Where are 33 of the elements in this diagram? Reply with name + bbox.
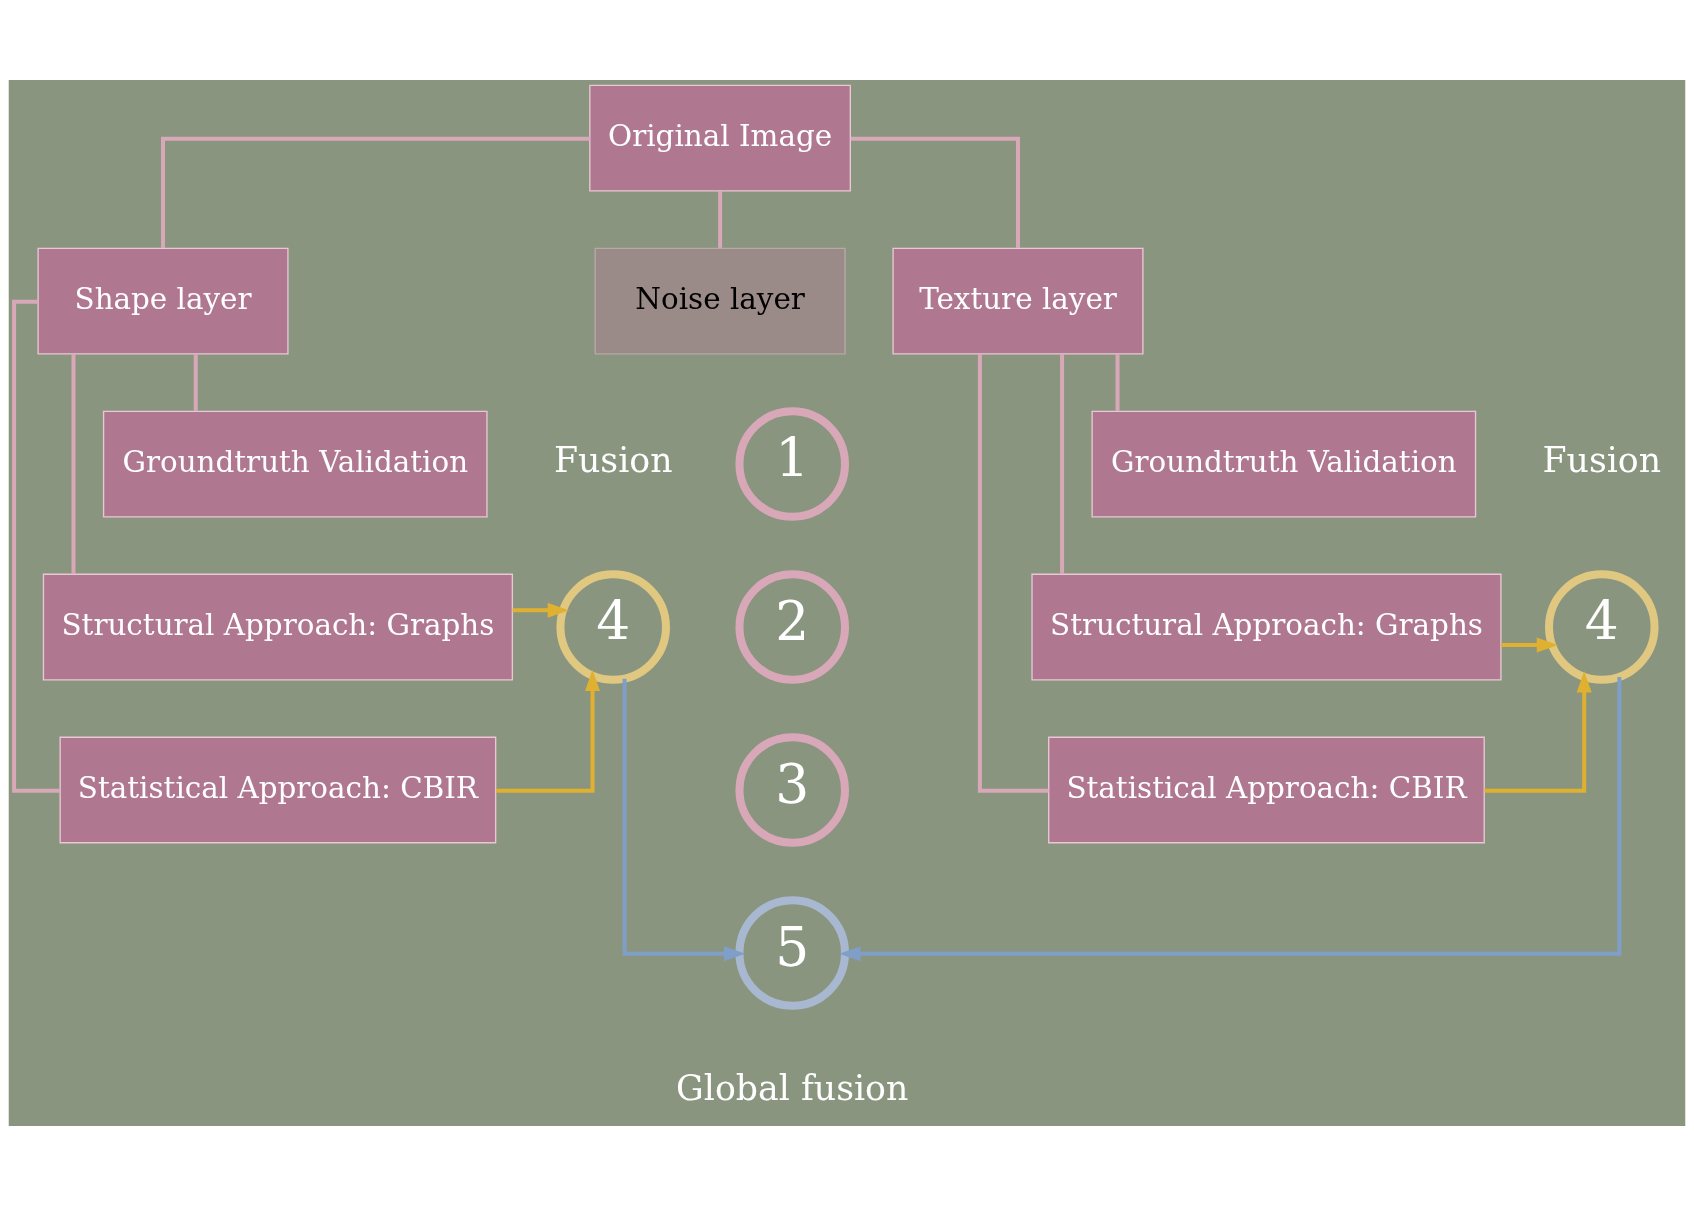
- node-label: Global fusion: [676, 1068, 909, 1109]
- node-box: Original Image: [589, 84, 851, 192]
- node-box: Noise layer: [594, 247, 846, 355]
- node-box: Shape layer: [37, 247, 289, 355]
- connector: [1060, 354, 1065, 574]
- connector: [193, 354, 198, 411]
- node-box: Statistical Approach: CBIR: [59, 736, 497, 844]
- connector: [850, 136, 1020, 248]
- node-circle: 2: [735, 570, 849, 684]
- node-circle: 1: [735, 407, 849, 521]
- node-label: Fusion: [553, 440, 673, 481]
- node-box: Groundtruth Validation: [1091, 410, 1477, 518]
- connector: [1115, 354, 1120, 411]
- node-box: Statistical Approach: CBIR: [1048, 736, 1485, 844]
- connector: [161, 136, 590, 248]
- arrow: [1501, 637, 1559, 653]
- node-box: Structural Approach: Graphs: [42, 573, 514, 681]
- node-circle: 5: [735, 896, 849, 1010]
- arrow: [1484, 670, 1592, 793]
- node-circle: 4: [556, 570, 670, 684]
- node-circle: 3: [735, 733, 849, 847]
- node-box: Texture layer: [892, 247, 1144, 355]
- node-box: Structural Approach: Graphs: [1031, 573, 1502, 681]
- arrow: [622, 678, 746, 962]
- arrow: [839, 677, 1622, 962]
- connector: [718, 191, 723, 248]
- arrow: [496, 669, 600, 793]
- node-box: Groundtruth Validation: [102, 410, 488, 518]
- connector: [977, 353, 1049, 793]
- arrow: [512, 602, 570, 618]
- node-circle: 4: [1545, 570, 1659, 684]
- connector: [71, 354, 76, 574]
- node-label: Fusion: [1542, 440, 1662, 481]
